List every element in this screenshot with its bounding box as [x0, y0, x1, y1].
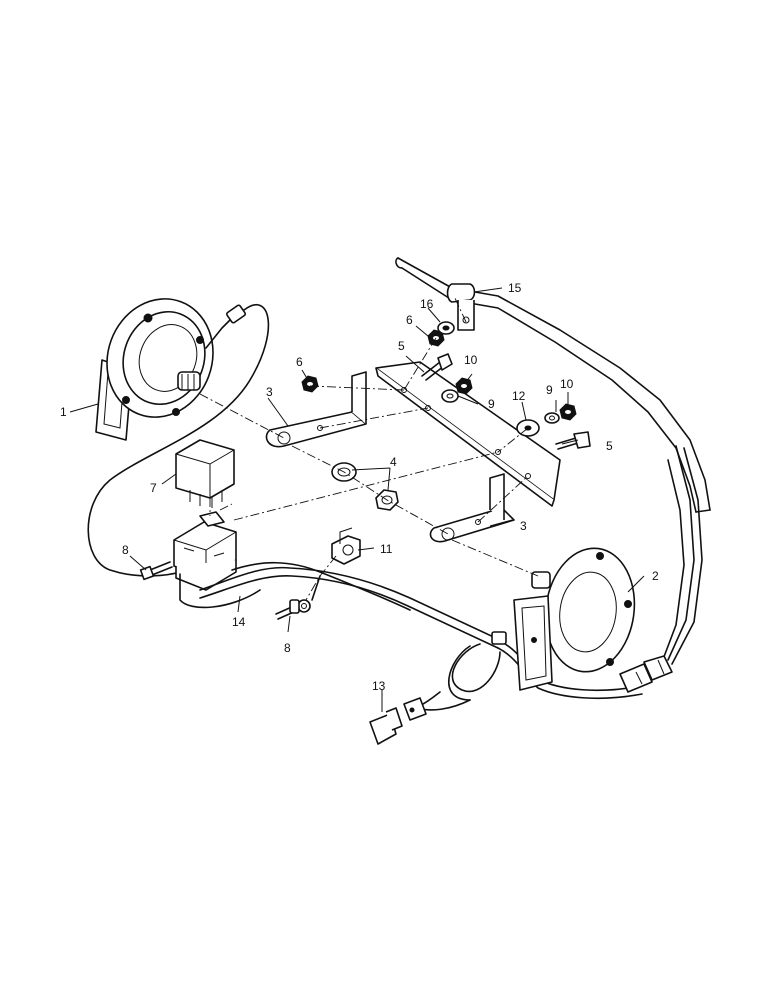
- callout-8a: 8: [122, 543, 129, 557]
- nut-6-washer-16: [427, 321, 455, 347]
- bracket-3-lower: [429, 473, 515, 543]
- callout-4: 4: [390, 455, 397, 469]
- callout-1: 1: [60, 405, 67, 419]
- relay-socket: [173, 511, 261, 609]
- callout-12: 12: [512, 389, 526, 403]
- callout-9a: 9: [488, 397, 495, 411]
- callout-14: 14: [232, 615, 246, 629]
- assembly-lines: [199, 295, 539, 601]
- nut-6-left: [301, 375, 319, 393]
- bolt-5-upper: [421, 353, 453, 381]
- callouts: 1 2 3 3 4 5 5 6 6 7 8 8 9 9 10 10 11 12 …: [60, 281, 659, 693]
- bolt-8-right: [275, 599, 300, 620]
- callout-10a: 10: [464, 353, 478, 367]
- nut-10-washer-9-upper: [441, 377, 473, 403]
- callout-11: 11: [380, 542, 393, 556]
- callout-9b: 9: [546, 383, 553, 397]
- lock-washers-4: [331, 462, 399, 511]
- callout-6a: 6: [296, 355, 303, 369]
- relay-7: [175, 439, 235, 508]
- leader-lines: [69, 287, 645, 712]
- callout-13: 13: [372, 679, 386, 693]
- callout-3a: 3: [266, 385, 273, 399]
- bracket-3-upper: [265, 371, 367, 448]
- plug-connector: [619, 655, 673, 693]
- bolt-8-left: [139, 561, 173, 581]
- callout-16: 16: [420, 297, 434, 311]
- connector-13: [369, 697, 427, 745]
- callout-5a: 5: [398, 339, 405, 353]
- cable-clip-15: [446, 283, 476, 331]
- horn-wire: [87, 303, 270, 577]
- bolt-5-right: [555, 431, 591, 450]
- callout-5b: 5: [606, 439, 613, 453]
- callout-10b: 10: [560, 377, 574, 391]
- callout-2: 2: [652, 569, 659, 583]
- callout-15: 15: [508, 281, 522, 295]
- callout-6b: 6: [406, 313, 413, 327]
- callout-7: 7: [150, 481, 157, 495]
- horn-1: [95, 298, 214, 441]
- mounting-plate: [375, 361, 561, 507]
- callout-3b: 3: [520, 519, 527, 533]
- clip-11: [331, 527, 361, 565]
- callout-8b: 8: [284, 641, 291, 655]
- horn-2: [513, 547, 636, 691]
